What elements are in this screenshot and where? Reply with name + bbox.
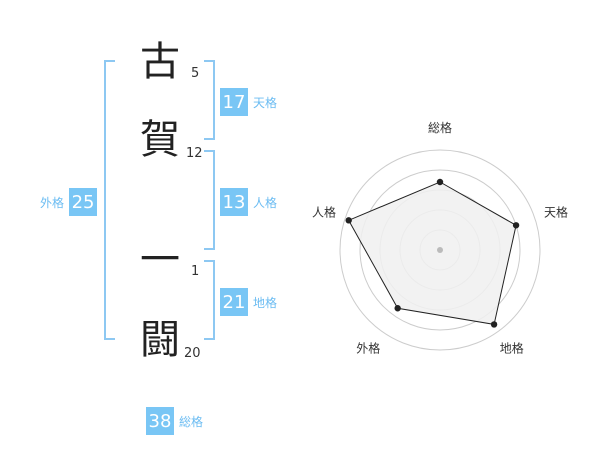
radar-ring [339, 149, 541, 351]
stroke-count-2: 12 [186, 146, 203, 161]
radar-ring [359, 169, 521, 331]
jinkaku-badge: 13 人格 [220, 188, 277, 216]
radar-point [436, 178, 444, 186]
chikaku-bracket [204, 260, 215, 340]
radar-axis-label: 人格 [312, 204, 336, 219]
stroke-count-3: 1 [191, 264, 200, 279]
jinkaku-value: 13 [220, 188, 248, 216]
chikaku-label: 地格 [253, 295, 278, 310]
gaikaku-badge: 外格 25 [40, 188, 98, 216]
tenkaku-badge: 17 天格 [220, 88, 277, 116]
name-char-2: 賀 [140, 117, 180, 163]
radar-axis-label: 総格 [428, 120, 452, 135]
soukaku-label: 総格 [179, 414, 204, 429]
tenkaku-bracket [204, 60, 215, 140]
soukaku-value: 38 [146, 407, 174, 435]
radar-axis-label: 天格 [544, 204, 568, 219]
gaikaku-value: 25 [69, 188, 98, 216]
radar-point [394, 305, 401, 312]
tenkaku-label: 天格 [253, 95, 278, 110]
radar-point [512, 222, 520, 229]
radar-axis-label: 地格 [500, 341, 524, 356]
name-char-1: 古 [140, 39, 180, 85]
gaikaku-bracket [104, 60, 115, 340]
tenkaku-value: 17 [220, 88, 248, 116]
stroke-count-1: 5 [191, 66, 200, 81]
name-char-4: 闘 [140, 317, 180, 363]
soukaku-badge: 38 総格 [146, 407, 203, 435]
name-char-3: 一 [140, 237, 180, 283]
jinkaku-label: 人格 [253, 195, 278, 210]
radar-point [345, 217, 352, 224]
radar-axis-label: 外格 [356, 341, 380, 356]
stroke-count-4: 20 [184, 346, 201, 361]
chikaku-badge: 21 地格 [220, 288, 277, 316]
chikaku-value: 21 [220, 288, 248, 316]
gaikaku-label: 外格 [40, 195, 65, 210]
jinkaku-bracket [204, 150, 215, 250]
radar-point [490, 321, 498, 328]
radar-center-dot [437, 247, 443, 253]
radar-area [347, 181, 517, 326]
